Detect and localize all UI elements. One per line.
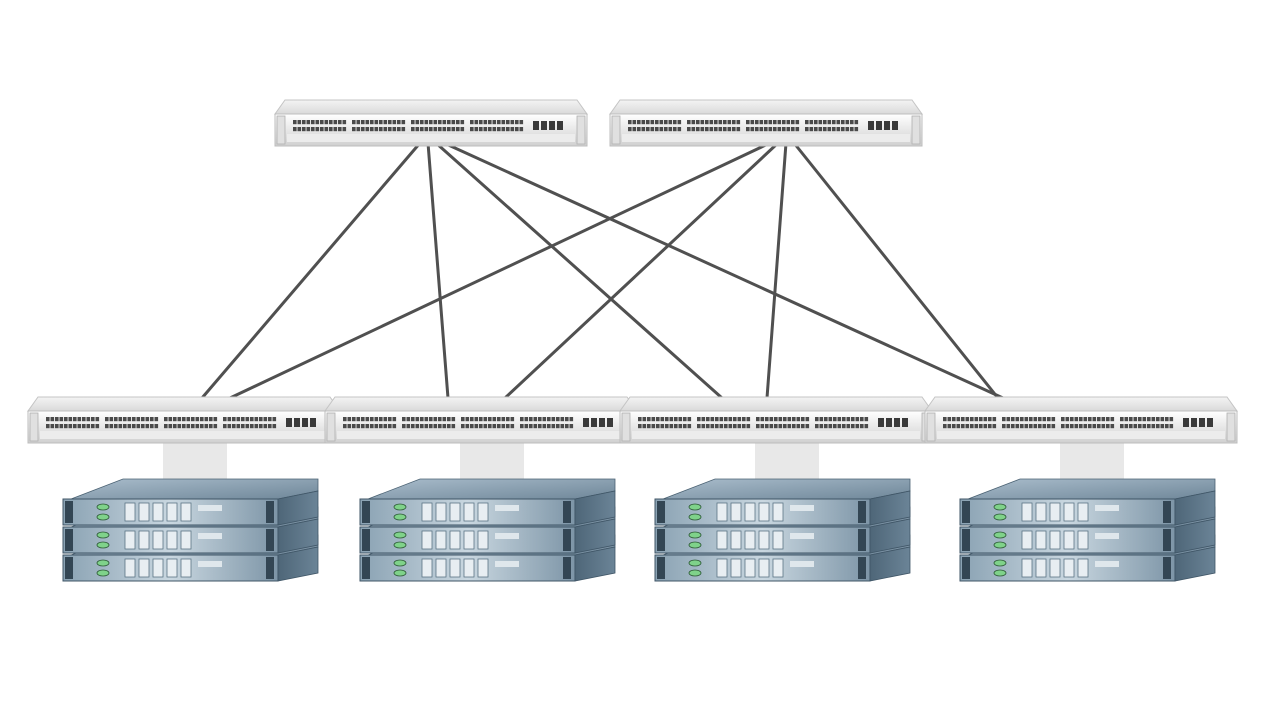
status-led-icon (993, 503, 1007, 511)
status-led-icon (993, 513, 1007, 521)
server-unit (62, 478, 319, 526)
spine-switch-2 (609, 99, 923, 147)
status-led-icon (688, 541, 702, 549)
cable-spine-1-leaf-3 (434, 141, 724, 400)
status-led-icon (96, 569, 110, 577)
cable-spine-1-leaf-2 (426, 141, 450, 400)
server-stack-leaf-2 (359, 478, 616, 582)
server-stacks (62, 478, 1216, 582)
server-unit (959, 478, 1216, 526)
status-led-icon (993, 569, 1007, 577)
status-led-icon (993, 559, 1007, 567)
status-led-icon (688, 569, 702, 577)
status-led-icon (688, 503, 702, 511)
cable-spine-2-leaf-4 (792, 141, 1000, 400)
leaf-switch-1 (27, 396, 341, 444)
cable-spine-2-leaf-1 (228, 141, 772, 400)
status-led-icon (96, 559, 110, 567)
status-led-icon (393, 559, 407, 567)
cable-spine-1-leaf-4 (442, 141, 1005, 400)
status-led-icon (993, 541, 1007, 549)
status-led-icon (688, 559, 702, 567)
spine-switch-1 (274, 99, 588, 147)
status-led-icon (96, 531, 110, 539)
network-switches (27, 99, 1238, 444)
leaf-switch-3 (619, 396, 933, 444)
server-unit (654, 478, 911, 526)
status-led-icon (393, 531, 407, 539)
status-led-icon (688, 531, 702, 539)
status-led-icon (393, 541, 407, 549)
status-led-icon (393, 513, 407, 521)
server-stack-leaf-3 (654, 478, 911, 582)
status-led-icon (96, 541, 110, 549)
status-led-icon (96, 513, 110, 521)
cable-spine-2-leaf-2 (503, 141, 780, 400)
server-unit (359, 478, 616, 526)
cable-links (200, 141, 1005, 400)
status-led-icon (993, 531, 1007, 539)
server-stack-leaf-1 (62, 478, 319, 582)
status-led-icon (96, 503, 110, 511)
status-led-icon (393, 503, 407, 511)
cable-spine-1-leaf-1 (200, 141, 422, 400)
leaf-switch-4 (924, 396, 1238, 444)
status-led-icon (688, 513, 702, 521)
server-stack-leaf-4 (959, 478, 1216, 582)
leaf-switch-2 (324, 396, 638, 444)
status-led-icon (393, 569, 407, 577)
cable-spine-2-leaf-3 (765, 141, 788, 400)
